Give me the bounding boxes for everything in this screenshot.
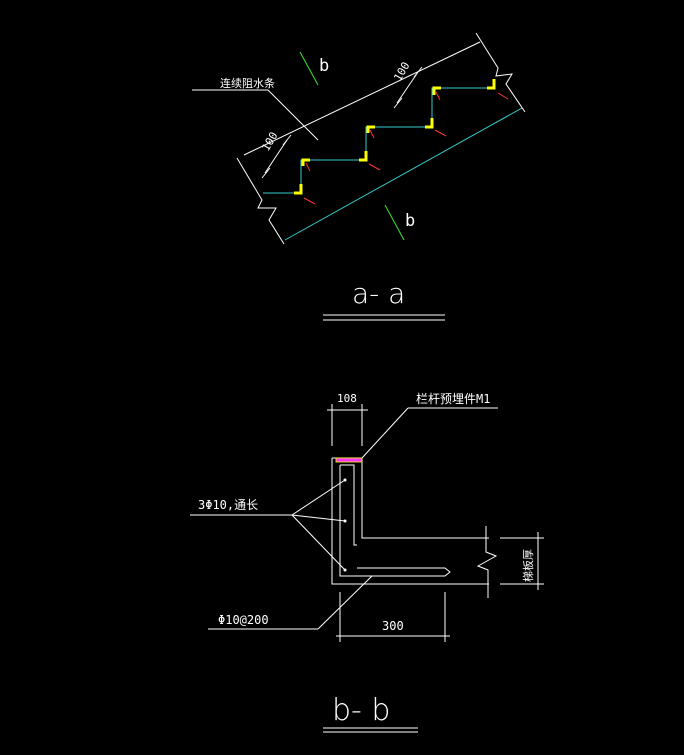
stirrup-leader-diagonal	[317, 575, 373, 630]
rebar-cage-outer	[339, 465, 451, 577]
waterstop-leader-diagonal	[267, 89, 319, 141]
stair-step-profile	[263, 87, 494, 194]
dim-100-right: 100	[391, 60, 412, 84]
label-longitudinal: 3Φ10,通长	[198, 498, 258, 512]
right-break-line	[475, 32, 526, 113]
overall-top-line	[243, 41, 481, 156]
dim-line-left	[264, 139, 288, 174]
rebar-ticks	[303, 91, 509, 205]
waterstop-embeds	[294, 79, 496, 195]
dim-tick-left-1	[261, 167, 271, 179]
section-title-b: b- b	[332, 693, 390, 728]
dim-tick-right-1	[393, 97, 403, 109]
section-cut-mark-bottom	[384, 204, 405, 241]
longitudinal-leader-2	[291, 514, 346, 522]
section-outline	[332, 457, 489, 539]
section-outline-bottom	[331, 458, 489, 585]
label-slab: 梯板厚	[521, 549, 535, 582]
label-embed: 栏杆预埋件M1	[416, 391, 490, 406]
cut-label-bottom: b	[405, 211, 415, 231]
label-waterstop: 连续阻水条	[220, 76, 275, 90]
longitudinal-leader-3	[291, 514, 346, 571]
left-break-line	[236, 157, 285, 245]
embed-leader-diagonal	[361, 407, 409, 459]
railing-embed-plate	[335, 457, 363, 463]
dim-108-text: 108	[337, 392, 357, 405]
label-stirrup: Φ10@200	[218, 613, 269, 627]
dim-tick-right-2	[413, 66, 423, 78]
longitudinal-leader-1	[291, 479, 346, 516]
section-cut-mark-top	[299, 51, 319, 86]
rebar-cage	[340, 464, 357, 546]
cut-label-top: b	[319, 56, 329, 76]
dim-tick-left-2	[282, 134, 292, 146]
section-a-a: 连续阻水条 100 100 b b a- a	[192, 32, 526, 321]
section-title-a: a- a	[352, 277, 405, 310]
dim-100-left: 100	[259, 130, 280, 154]
section-b-b: 108 栏杆预埋件M1 3Φ10,通长 Φ10@200 300 梯板厚 b- b	[190, 391, 544, 733]
stair-slab-bottom-line	[284, 107, 523, 241]
dim-300-text: 300	[382, 619, 404, 633]
slab-break-line	[476, 526, 498, 598]
